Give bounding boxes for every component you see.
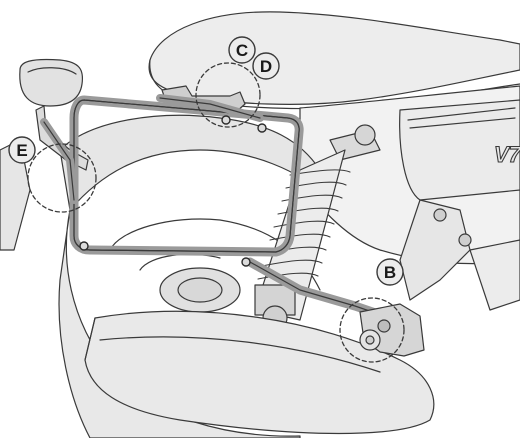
- exhaust-silencer: [84, 310, 435, 435]
- seat-outline: [148, 11, 520, 105]
- detail-circle-cd: [195, 62, 261, 128]
- callout-e-label: E: [16, 141, 27, 160]
- callout-b-label: B: [384, 263, 396, 282]
- callout-b: B: [376, 258, 404, 286]
- detail-circle-e: [27, 143, 97, 213]
- callout-d-label: D: [260, 57, 272, 76]
- side-cover-panel: [399, 99, 520, 201]
- brand-badge-text: V7: [494, 142, 520, 167]
- tail-light: [19, 58, 84, 107]
- callout-d: D: [252, 52, 280, 80]
- footpeg-hanger: [399, 199, 471, 301]
- callout-c-label: C: [236, 41, 248, 60]
- callout-e: E: [8, 136, 36, 164]
- callout-c: C: [228, 36, 256, 64]
- pannier-rack-frame: [40, 94, 395, 323]
- detail-circle-b: [339, 297, 405, 363]
